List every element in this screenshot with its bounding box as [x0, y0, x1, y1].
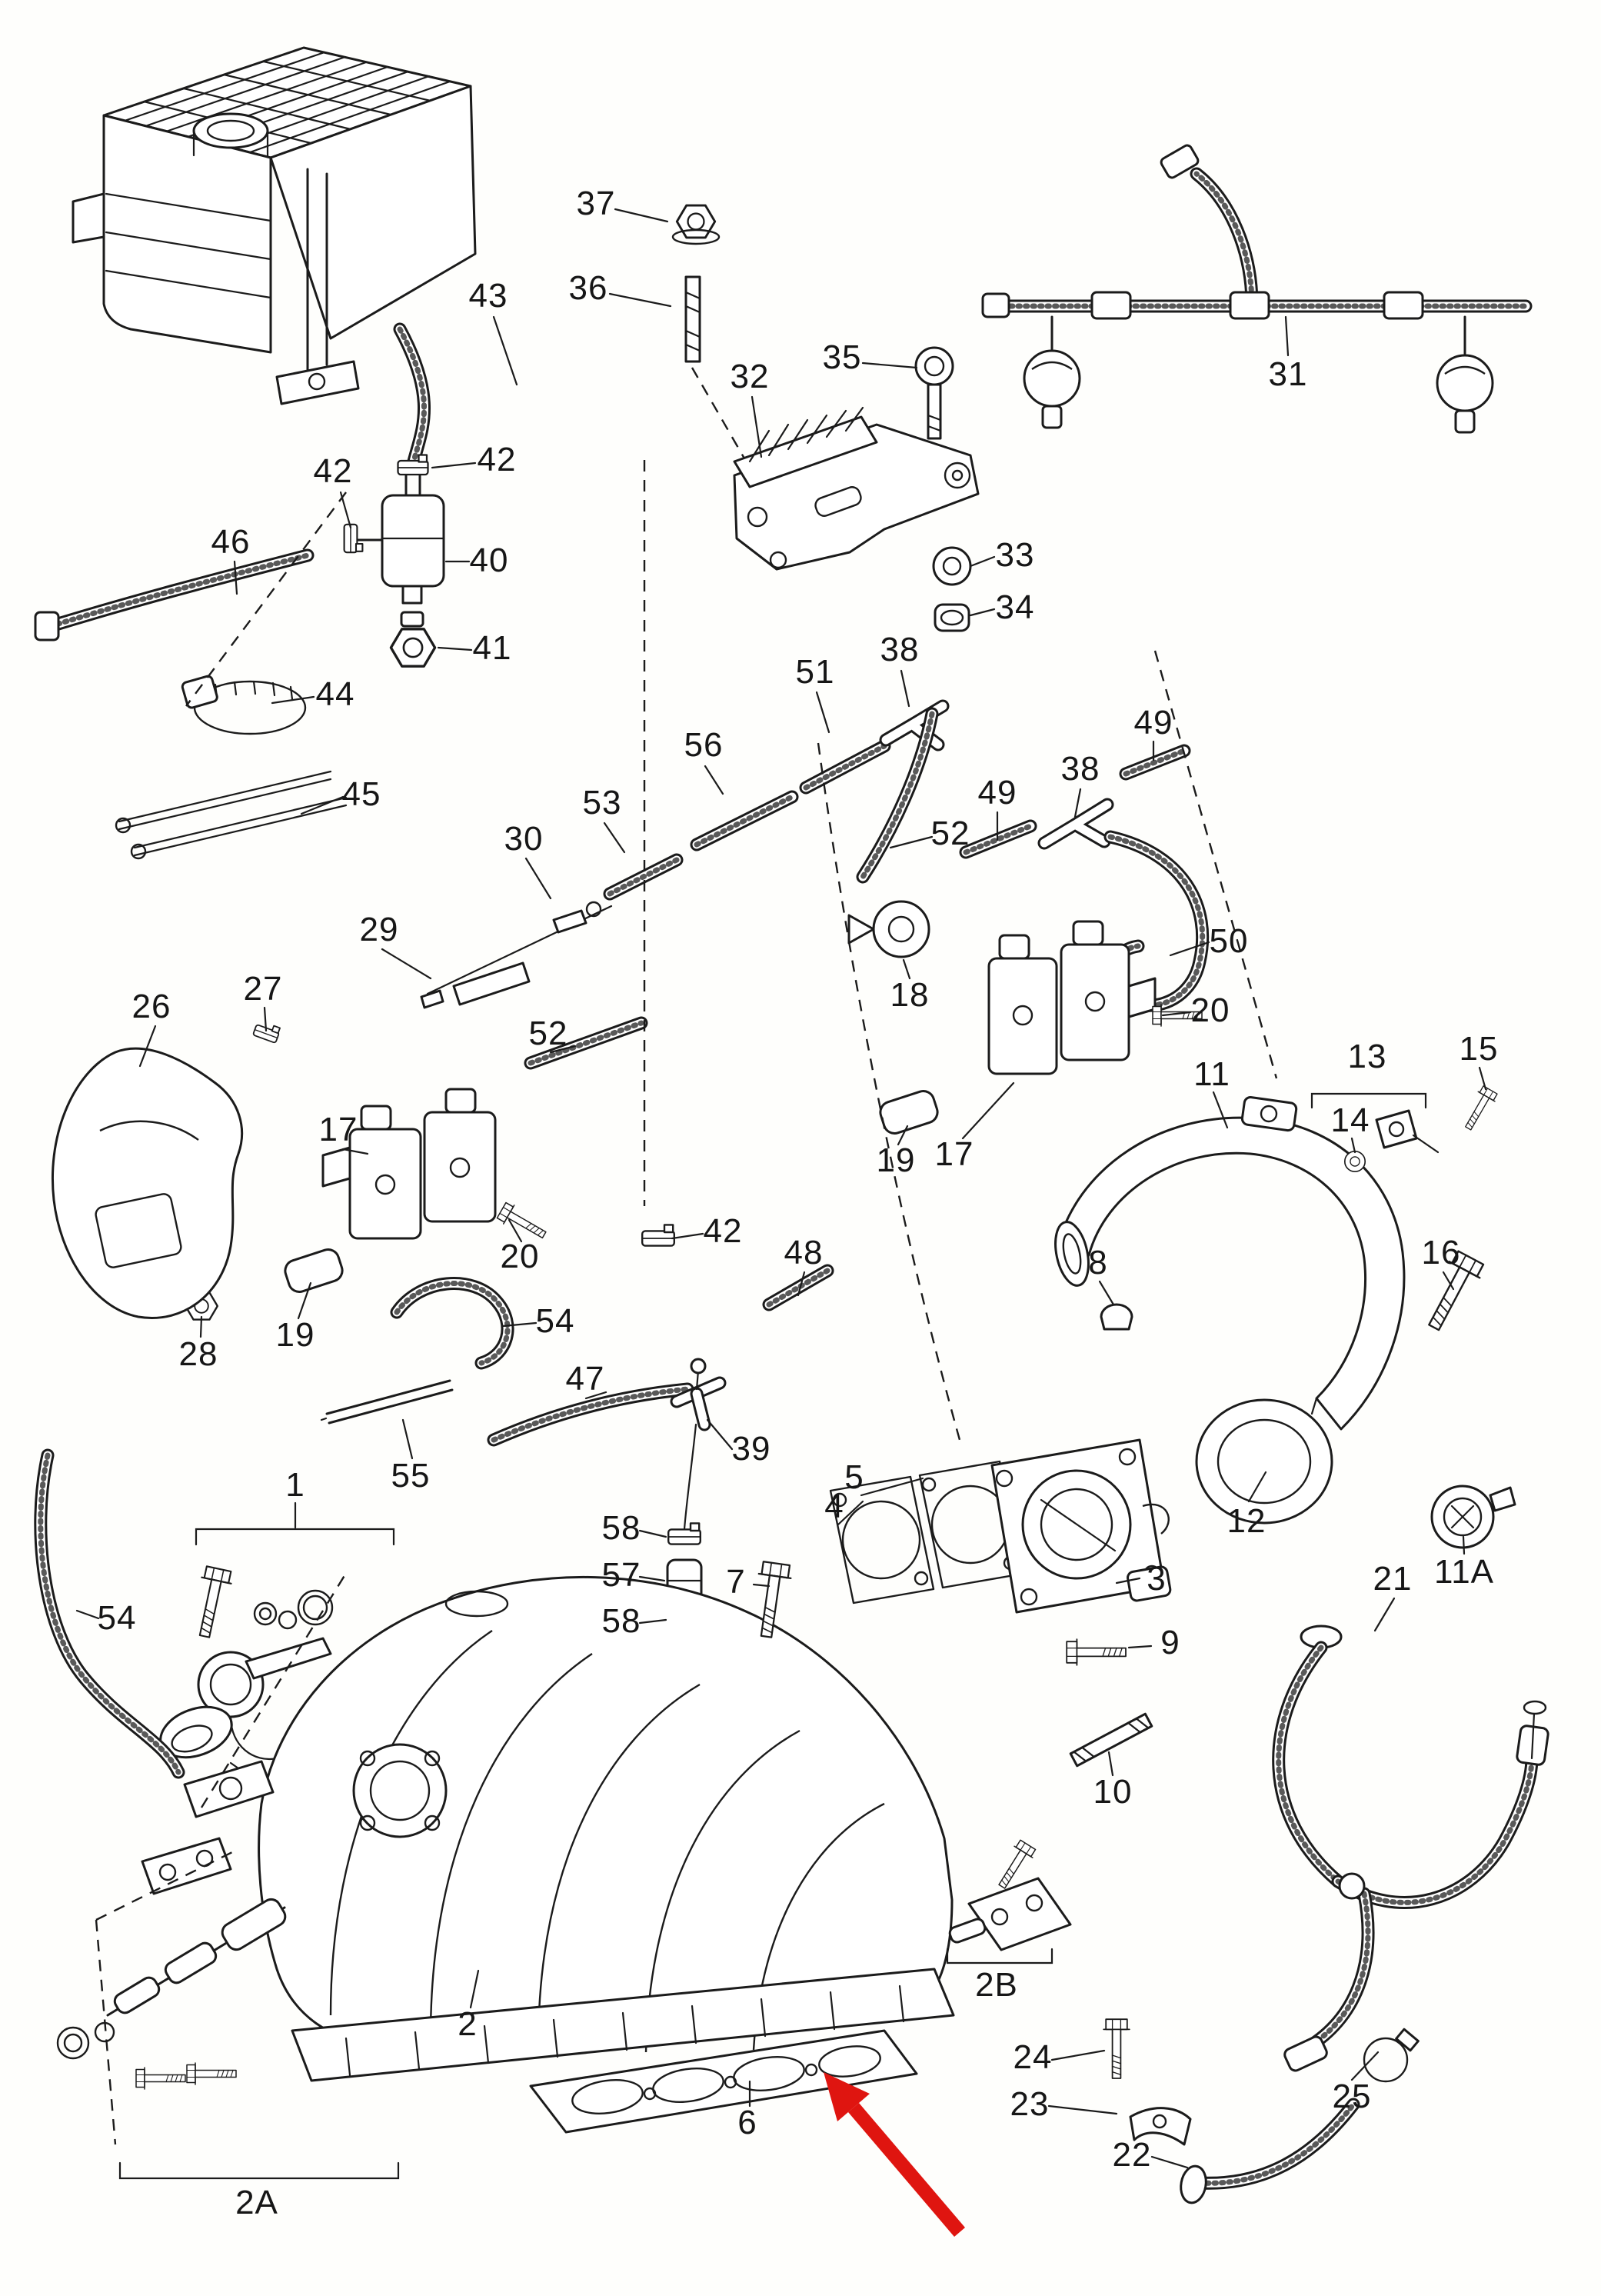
coolant-hose-assembly — [948, 1625, 1549, 2204]
throttle-body-group — [749, 1303, 1172, 1768]
intake-duct-group — [1054, 1085, 1516, 1549]
red-arrow-annotation — [824, 2072, 965, 2237]
vent-valve-and-hoses — [34, 329, 445, 860]
leader-lines — [75, 208, 1487, 2180]
vacuum-hose-chain — [52, 706, 1202, 1321]
mounting-bracket-32 — [671, 204, 980, 632]
air-filter-housing — [72, 46, 477, 405]
intake-manifold — [41, 1455, 955, 2134]
construction-lines — [95, 367, 1278, 2145]
vacuum-actuator-group — [159, 1565, 334, 1786]
breather-hose-assembly — [981, 144, 1526, 434]
